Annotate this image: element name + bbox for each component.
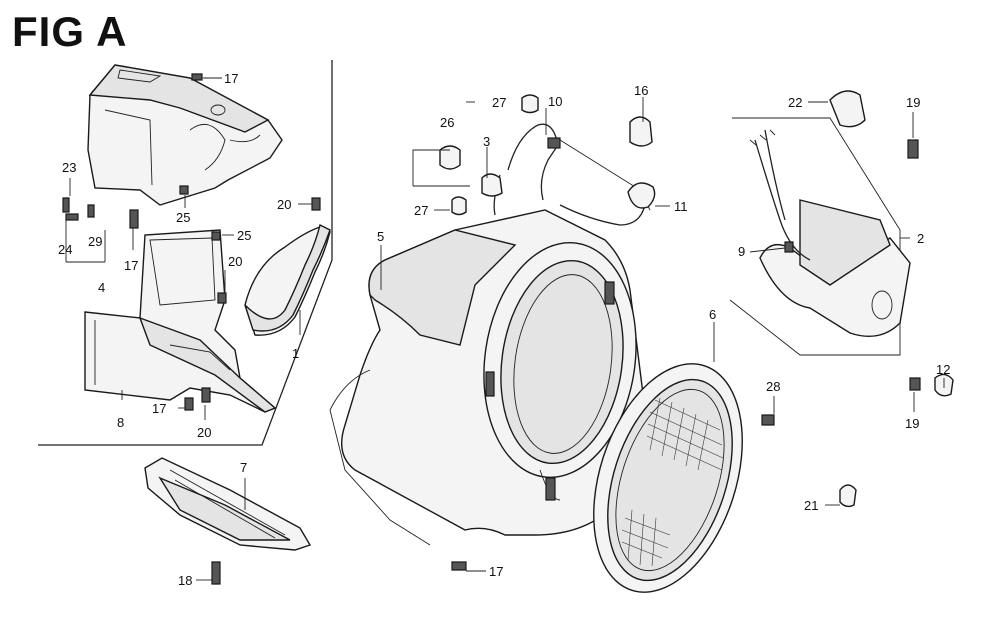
figure-title: FIG A — [12, 8, 128, 55]
part-4-upper-shroud — [87, 64, 283, 206]
callout-27: 27 — [492, 95, 506, 110]
callout-20: 20 — [197, 425, 211, 440]
part-7-bottom-guard — [144, 457, 312, 551]
part-6-fan-screen — [593, 363, 743, 593]
callout-9: 9 — [738, 244, 745, 259]
callout-20: 20 — [228, 254, 242, 269]
callout-19: 19 — [905, 416, 919, 431]
group-frame-left — [38, 60, 333, 446]
callout-labels: 17 23 25 24 29 17 4 25 20 20 1 8 17 20 7… — [58, 71, 950, 588]
callout-28: 28 — [766, 379, 780, 394]
fasteners — [62, 73, 921, 585]
callout-26: 26 — [440, 115, 454, 130]
callout-24: 24 — [58, 242, 72, 257]
callout-17: 17 — [489, 564, 503, 579]
callout-1: 1 — [292, 346, 299, 361]
callout-16: 16 — [634, 83, 648, 98]
callout-22: 22 — [788, 95, 802, 110]
callout-7: 7 — [240, 460, 247, 475]
callout-17: 17 — [124, 258, 138, 273]
part-8-lower-shroud — [84, 229, 277, 413]
bracket-group-right — [729, 90, 954, 508]
callout-8: 8 — [117, 415, 124, 430]
callout-17: 17 — [152, 401, 166, 416]
callout-4: 4 — [98, 280, 105, 295]
callout-21: 21 — [804, 498, 818, 513]
part-5-fan-shroud — [329, 209, 647, 546]
callout-18: 18 — [178, 573, 192, 588]
callout-29: 29 — [88, 234, 102, 249]
leader-lines — [65, 77, 945, 581]
callout-2: 2 — [917, 231, 924, 246]
callout-25: 25 — [237, 228, 251, 243]
callout-17: 17 — [224, 71, 238, 86]
callout-5: 5 — [377, 229, 384, 244]
wire-harness-center — [439, 94, 656, 226]
callout-10: 10 — [548, 94, 562, 109]
callout-3: 3 — [483, 134, 490, 149]
callout-27: 27 — [414, 203, 428, 218]
callout-11: 11 — [674, 199, 688, 214]
callout-19: 19 — [906, 95, 920, 110]
part-1-side-plate — [244, 223, 331, 336]
callout-25: 25 — [176, 210, 190, 225]
callout-12: 12 — [936, 362, 950, 377]
callout-23: 23 — [62, 160, 76, 175]
callout-6: 6 — [709, 307, 716, 322]
callout-20: 20 — [277, 197, 291, 212]
